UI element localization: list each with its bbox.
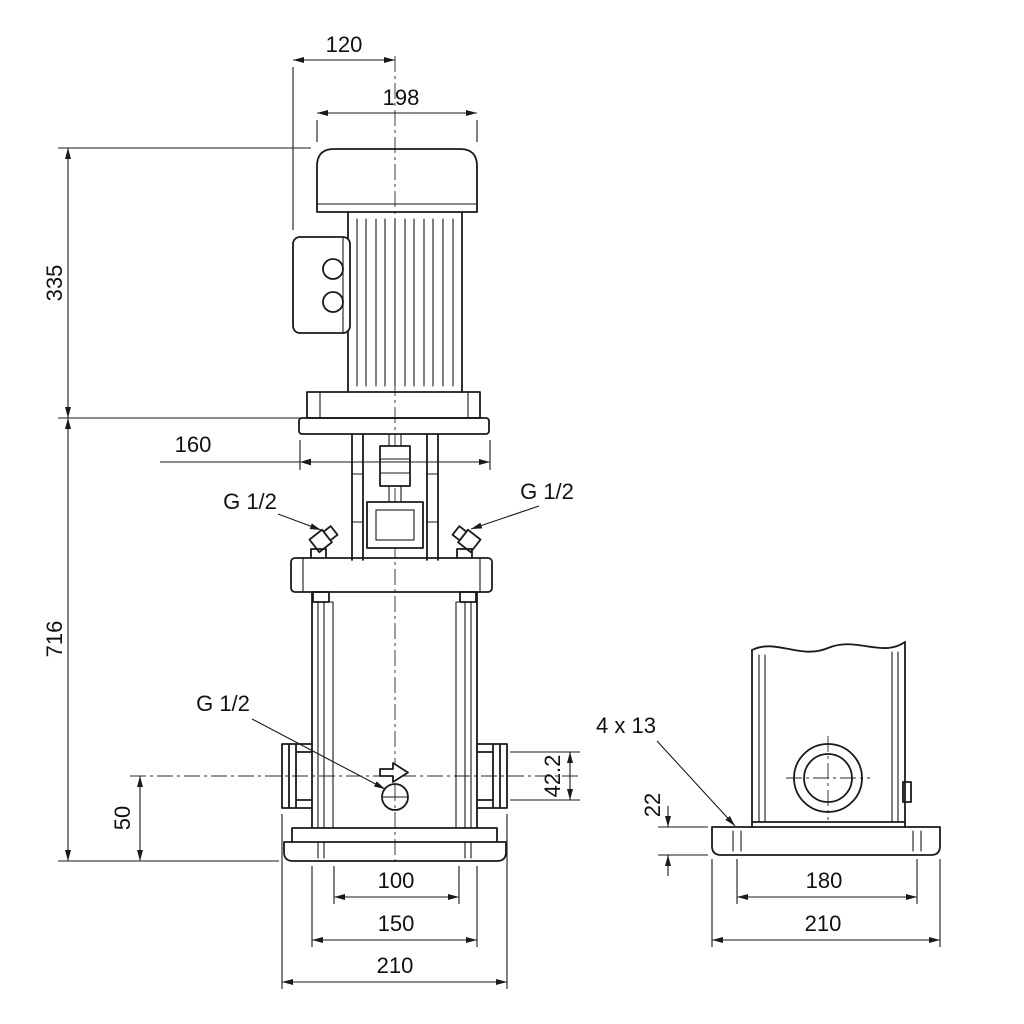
dim-label-50: 50 bbox=[110, 806, 135, 830]
coupling-block bbox=[379, 445, 411, 487]
motor-flange bbox=[306, 391, 481, 419]
extlines-22 bbox=[658, 826, 708, 856]
pump-cylinder bbox=[311, 591, 478, 829]
vent-plug-right bbox=[451, 525, 482, 554]
dimension-lines bbox=[58, 57, 941, 989]
motor-flange-bolts bbox=[319, 391, 469, 419]
dim-label-160: 160 bbox=[175, 432, 212, 457]
head-flange bbox=[290, 557, 493, 593]
dimension-labels: 120 198 335 160 716 G 1/2 G 1/2 G 1/2 50… bbox=[42, 32, 842, 978]
label-drain-plug: G 1/2 bbox=[196, 691, 250, 716]
drain-plug-circle bbox=[381, 783, 409, 811]
coupling-columns bbox=[351, 433, 439, 561]
extlines-150 bbox=[311, 866, 478, 947]
motor bbox=[298, 148, 490, 435]
cylinder-outer bbox=[311, 591, 478, 829]
extlines-210f bbox=[281, 814, 508, 989]
side-view bbox=[711, 641, 941, 856]
head-top-nuts bbox=[310, 548, 473, 559]
extlines-160 bbox=[299, 440, 491, 470]
dim-label-716: 716 bbox=[42, 621, 67, 658]
cable-entry-upper bbox=[322, 258, 344, 280]
suction-port-left bbox=[281, 743, 313, 809]
leader-vent-right bbox=[470, 505, 540, 530]
base-foot bbox=[291, 827, 498, 843]
flow-arrow-icon bbox=[379, 762, 409, 783]
motor-stool bbox=[298, 417, 490, 435]
vent-plug-left bbox=[308, 525, 339, 554]
seal-chamber bbox=[366, 501, 424, 549]
side-base-bolt-slots bbox=[732, 830, 922, 852]
side-body-break bbox=[751, 641, 906, 653]
cylinder-inner-sleeve bbox=[311, 601, 478, 829]
pump-head bbox=[290, 501, 493, 593]
dim-label-100: 100 bbox=[378, 868, 415, 893]
side-port-flange bbox=[793, 743, 863, 813]
dim-label-150: 150 bbox=[378, 911, 415, 936]
side-body-outline bbox=[751, 641, 906, 823]
base-bolt-lines bbox=[317, 841, 472, 859]
base-plate bbox=[283, 841, 507, 862]
dim-label-198: 198 bbox=[383, 85, 420, 110]
leader-base-holes bbox=[656, 740, 736, 827]
front-view bbox=[281, 148, 508, 862]
side-tie-rods bbox=[758, 651, 899, 823]
label-base-holes: 4 x 13 bbox=[596, 713, 656, 738]
ports bbox=[281, 743, 508, 809]
label-vent-plug-right: G 1/2 bbox=[520, 479, 574, 504]
dim-label-42: 42.2 bbox=[540, 755, 565, 798]
dim-label-180: 180 bbox=[806, 868, 843, 893]
leader-vent-left bbox=[277, 513, 322, 531]
tie-rods bbox=[317, 601, 472, 829]
discharge-port-right bbox=[476, 743, 508, 809]
tie-rod-nut-right bbox=[459, 591, 477, 603]
cable-entry-lower bbox=[322, 291, 344, 313]
drain-plug bbox=[379, 762, 409, 811]
dim-label-120: 120 bbox=[326, 32, 363, 57]
leader-drain bbox=[251, 718, 386, 790]
dim-label-210-front: 210 bbox=[377, 953, 414, 978]
side-clamp bbox=[902, 781, 912, 803]
extlines-height bbox=[58, 147, 311, 862]
fan-cover-outline bbox=[316, 148, 478, 213]
terminal-box bbox=[292, 236, 351, 334]
coupling-block-lines bbox=[379, 458, 411, 474]
extlines-210s bbox=[711, 859, 941, 947]
side-base-plate bbox=[711, 826, 941, 856]
coupling-column-ticks bbox=[351, 473, 439, 523]
dim-label-22: 22 bbox=[640, 793, 665, 817]
side-port-centerlines bbox=[786, 736, 870, 820]
extlines-198 bbox=[316, 120, 478, 142]
coupling-section bbox=[351, 433, 439, 561]
side-port-bore bbox=[803, 753, 853, 803]
label-vent-plug-left: G 1/2 bbox=[223, 489, 277, 514]
tie-rod-nut-left bbox=[312, 591, 330, 603]
seal-chamber-inner bbox=[375, 509, 415, 541]
motor-fins bbox=[356, 218, 454, 387]
terminal-box-outline bbox=[292, 236, 351, 334]
dimarrow-160-left bbox=[300, 458, 311, 466]
base-front bbox=[283, 827, 507, 862]
dim-label-335: 335 bbox=[42, 265, 67, 302]
head-flange-bolts bbox=[302, 557, 481, 593]
dim-label-210-side: 210 bbox=[805, 911, 842, 936]
